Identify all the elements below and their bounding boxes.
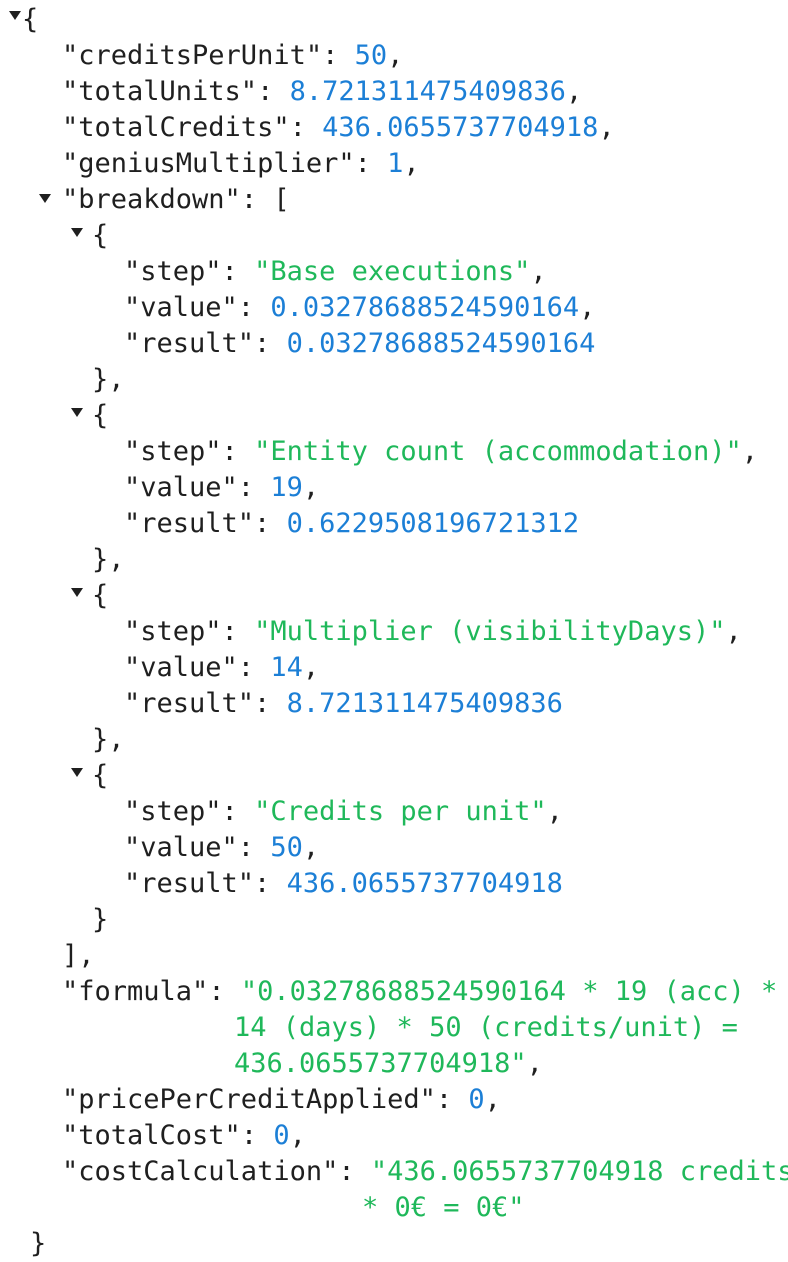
- json-line-formula: "formula": "0.03278688524590164 * 19 (ac…: [62, 976, 778, 1007]
- json-key: "value": [124, 292, 238, 323]
- json-line-totalCost: "totalCost": 0,: [62, 1120, 306, 1151]
- json-object-close: },: [92, 544, 125, 575]
- json-string-value: 436.0655737704918": [234, 1048, 527, 1079]
- json-line-value: "value": 14,: [124, 652, 320, 683]
- json-number-value: 0: [273, 1120, 290, 1151]
- json-line-breakdown-open: "breakdown": [: [62, 184, 290, 215]
- json-line-value: "value": 0.03278688524590164,: [124, 292, 596, 323]
- json-string-value: "Credits per unit": [254, 796, 547, 827]
- json-key: "geniusMultiplier": [62, 148, 355, 179]
- collapse-toggle-root-icon[interactable]: [9, 11, 21, 20]
- json-key: "step": [124, 436, 222, 467]
- collapse-toggle-breakdown-0-icon[interactable]: [71, 228, 83, 237]
- json-line-pricePerCreditApplied: "pricePerCreditApplied": 0,: [62, 1084, 501, 1115]
- json-object-close: }: [92, 904, 109, 935]
- collapse-toggle-breakdown-1-icon[interactable]: [71, 408, 83, 417]
- json-string-value: "Entity count (accommodation)": [254, 436, 742, 467]
- json-line-result: "result": 0.03278688524590164: [124, 328, 596, 359]
- json-number-value: 0: [468, 1084, 485, 1115]
- json-line-geniusMultiplier: "geniusMultiplier": 1,: [62, 148, 420, 179]
- json-line-step: "step": "Credits per unit",: [124, 796, 563, 827]
- json-number-value: 436.0655737704918: [286, 868, 563, 899]
- json-string-value: 14 (days) * 50 (credits/unit) =: [234, 1012, 738, 1043]
- json-object-close: },: [92, 724, 125, 755]
- json-string-value: "436.0655737704918 credits: [370, 1156, 788, 1187]
- collapse-toggle-breakdown-3-icon[interactable]: [71, 768, 83, 777]
- json-root-open: {: [22, 4, 39, 35]
- json-key: "value": [124, 832, 238, 863]
- json-object-open: {: [92, 760, 109, 791]
- json-key: "result": [124, 688, 255, 719]
- json-object-open: {: [92, 220, 109, 251]
- json-line-step: "step": "Base executions",: [124, 256, 547, 287]
- json-line-result: "result": 8.721311475409836: [124, 688, 563, 719]
- json-key: "creditsPerUnit": [62, 40, 323, 71]
- json-number-value: 8.721311475409836: [286, 688, 563, 719]
- json-line-step: "step": "Multiplier (visibilityDays)",: [124, 616, 742, 647]
- json-key: "value": [124, 652, 238, 683]
- json-object-open: {: [92, 580, 109, 611]
- json-number-value: 1: [387, 148, 404, 179]
- json-key: "totalCost": [62, 1120, 241, 1151]
- json-number-value: 50: [354, 40, 388, 71]
- json-key: "costCalculation": [62, 1156, 339, 1187]
- json-line-result: "result": 0.6229508196721312: [124, 508, 580, 539]
- json-string-value: "Multiplier (visibilityDays)": [254, 616, 726, 647]
- json-number-value: 14: [270, 652, 303, 683]
- json-line-totalUnits: "totalUnits": 8.721311475409836,: [62, 76, 583, 107]
- collapse-toggle-breakdown-2-icon[interactable]: [71, 588, 83, 597]
- json-key: "pricePerCreditApplied": [62, 1084, 436, 1115]
- json-key: "result": [124, 508, 255, 539]
- json-key: "step": [124, 256, 222, 287]
- json-line-costCalculation-wrap: * 0€ = 0€": [362, 1190, 525, 1226]
- json-number-value: 50: [270, 832, 303, 863]
- collapse-toggle-breakdown-icon[interactable]: [39, 194, 51, 203]
- json-key: "totalUnits": [62, 76, 258, 107]
- json-object-close: },: [92, 364, 125, 395]
- json-key: "result": [124, 328, 255, 359]
- json-string-value: "Base executions": [254, 256, 531, 287]
- json-line-step: "step": "Entity count (accommodation)",: [124, 436, 758, 467]
- json-number-value: 8.721311475409836: [289, 76, 566, 107]
- json-key: "step": [124, 616, 222, 647]
- json-object-open: {: [92, 400, 109, 431]
- json-number-value: 19: [270, 472, 303, 503]
- json-root-close: }: [30, 1228, 47, 1259]
- json-line-creditsPerUnit: "creditsPerUnit": 50,: [62, 40, 404, 71]
- json-line-formula-wrap: 436.0655737704918",: [234, 1048, 543, 1079]
- json-number-value: 436.0655737704918: [322, 112, 599, 143]
- json-line-costCalculation: "costCalculation": "436.0655737704918 cr…: [62, 1154, 788, 1190]
- json-line-result: "result": 436.0655737704918: [124, 868, 563, 899]
- json-key: "formula": [62, 976, 209, 1007]
- json-key: "step": [124, 796, 222, 827]
- json-number-value: 0.03278688524590164: [286, 328, 596, 359]
- json-line-totalCredits: "totalCredits": 436.0655737704918,: [62, 112, 615, 143]
- json-line-value: "value": 50,: [124, 832, 320, 863]
- json-string-value: * 0€ = 0€": [362, 1192, 525, 1223]
- json-array-close: ],: [62, 940, 95, 971]
- json-number-value: 0.03278688524590164: [270, 292, 580, 323]
- json-key: "value": [124, 472, 238, 503]
- json-key: "result": [124, 868, 255, 899]
- json-string-value: "0.03278688524590164 * 19 (acc) *: [240, 976, 778, 1007]
- json-key: "totalCredits": [62, 112, 290, 143]
- json-number-value: 0.6229508196721312: [286, 508, 580, 539]
- json-key: "breakdown": [62, 184, 241, 215]
- json-line-value: "value": 19,: [124, 472, 320, 503]
- json-line-formula-wrap: 14 (days) * 50 (credits/unit) =: [234, 1010, 738, 1046]
